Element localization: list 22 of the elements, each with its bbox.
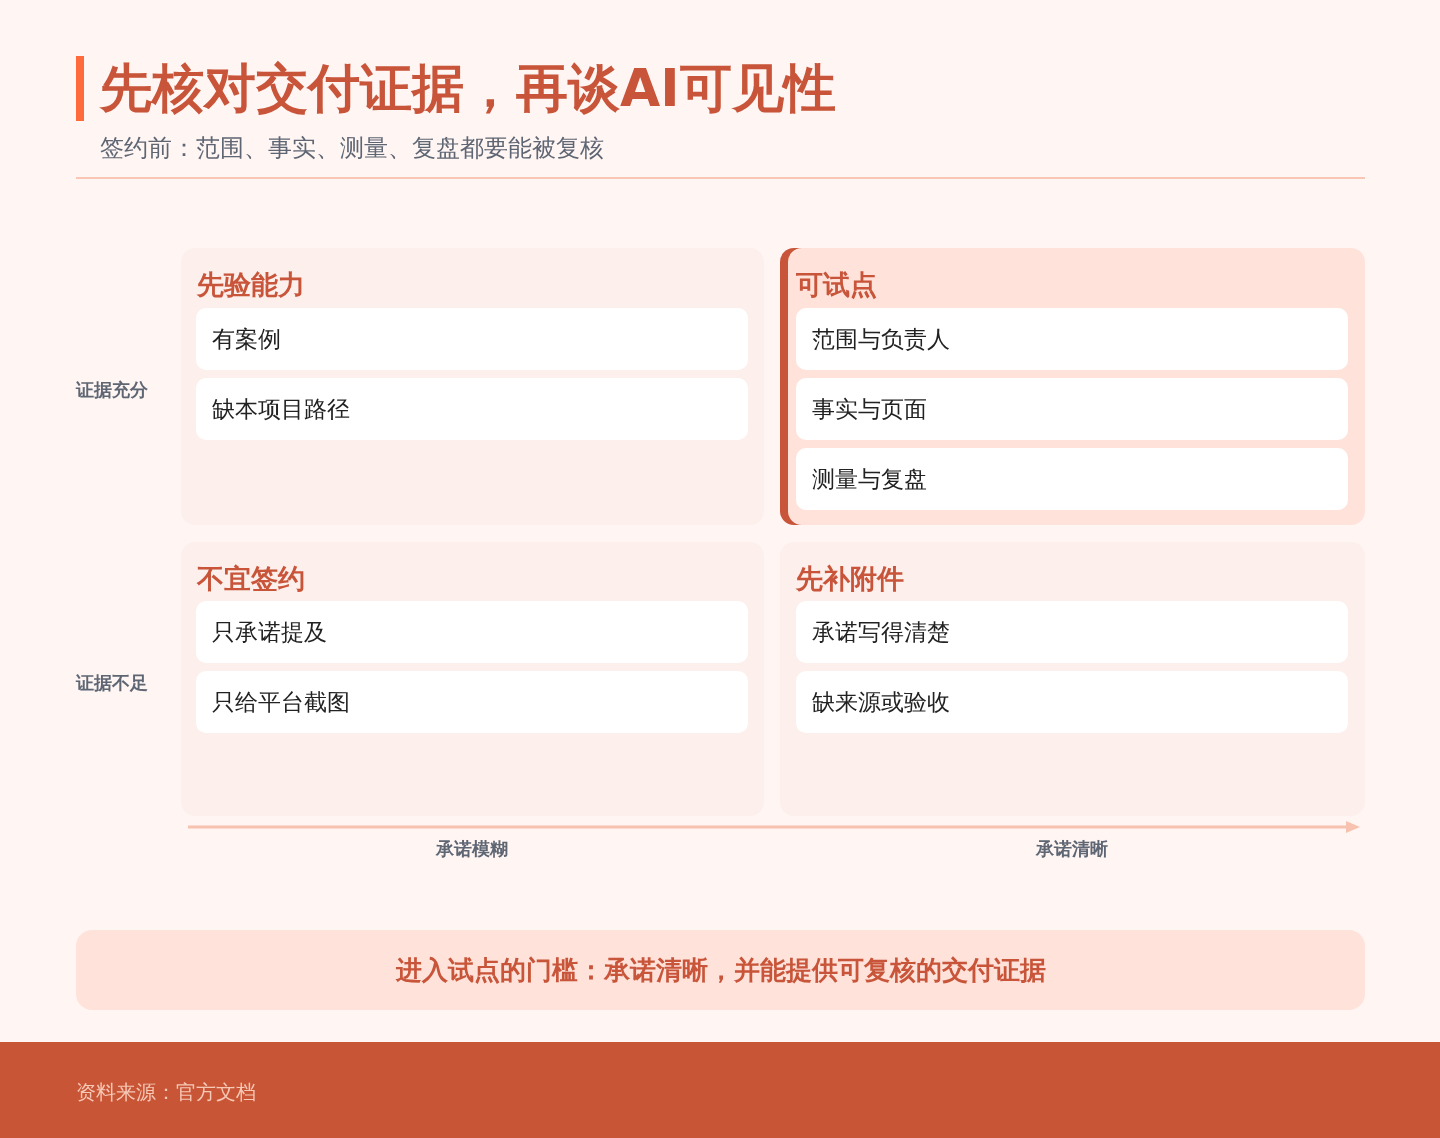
item-card: 有案例 bbox=[196, 308, 748, 370]
axis-label: 承诺清晰 bbox=[1036, 837, 1108, 861]
panel-heading: 先验能力 bbox=[197, 268, 305, 302]
item-card: 缺本项目路径 bbox=[196, 378, 748, 440]
axis-label: 证据充分 bbox=[76, 378, 148, 402]
note-banner: 进入试点的门槛：承诺清晰，并能提供可复核的交付证据 bbox=[76, 930, 1365, 1010]
item-card: 事实与页面 bbox=[796, 378, 1348, 440]
subtitle: 签约前：范围、事实、测量、复盘都要能被复核 bbox=[100, 133, 604, 164]
item-card: 范围与负责人 bbox=[796, 308, 1348, 370]
source-note: 资料来源：官方文档 bbox=[76, 1079, 256, 1105]
axis-label: 承诺模糊 bbox=[436, 837, 508, 861]
title: 先核对交付证据，再谈AI可见性 bbox=[100, 57, 836, 120]
panel-heading: 可试点 bbox=[796, 268, 877, 302]
item-card: 只承诺提及 bbox=[196, 601, 748, 663]
item-card: 只给平台截图 bbox=[196, 671, 748, 733]
panel-heading: 先补附件 bbox=[796, 562, 904, 596]
item-card: 承诺写得清楚 bbox=[796, 601, 1348, 663]
item-card: 缺来源或验收 bbox=[796, 671, 1348, 733]
axis-label: 证据不足 bbox=[76, 671, 148, 695]
quadrant-panel bbox=[780, 248, 1365, 525]
item-card: 测量与复盘 bbox=[796, 448, 1348, 510]
panel-heading: 不宜签约 bbox=[197, 562, 305, 596]
